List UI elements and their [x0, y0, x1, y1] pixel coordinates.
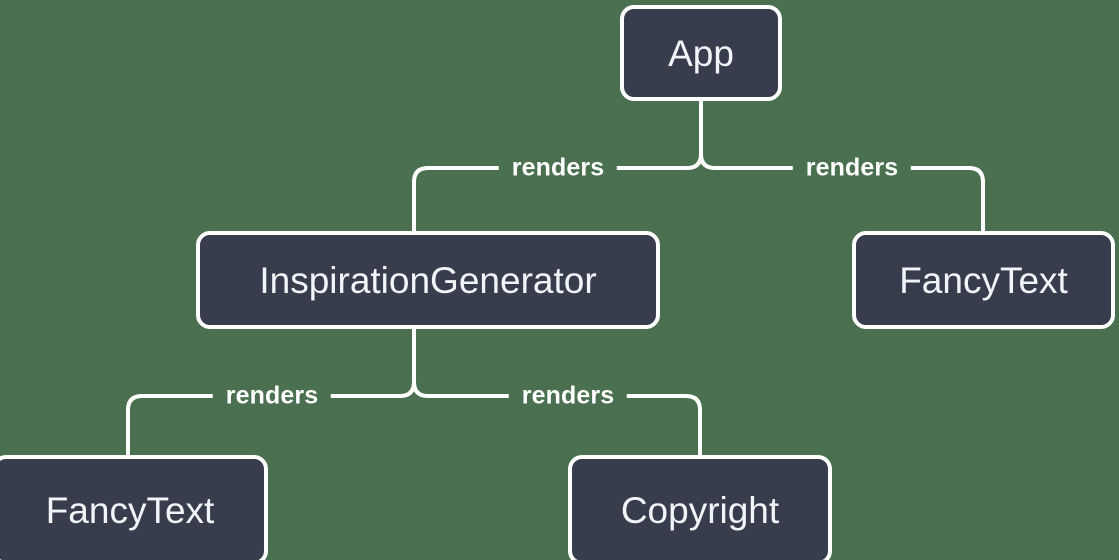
- edge-label-app-fancytext: renders: [792, 155, 912, 181]
- edge-inspiration-stem-right: [412, 327, 430, 398]
- edge-app-to-inspiration: [412, 166, 689, 233]
- edge-label-inspiration-copyright: renders: [508, 383, 628, 409]
- node-copyright[interactable]: Copyright: [568, 455, 832, 560]
- edge-label-inspiration-fancytext: renders: [212, 383, 332, 409]
- edge-inspiration-to-fancytext: [126, 394, 402, 457]
- node-fancytext-left-label: FancyText: [45, 489, 215, 531]
- node-app-label: App: [668, 32, 734, 74]
- node-app[interactable]: App: [620, 5, 782, 101]
- node-fancytext-left[interactable]: FancyText: [0, 455, 268, 560]
- node-fancytext-right-label: FancyText: [899, 259, 1068, 301]
- node-copyright-label: Copyright: [620, 489, 780, 531]
- node-inspiration-generator-label: InspirationGenerator: [259, 259, 597, 301]
- node-inspiration-generator[interactable]: InspirationGenerator: [196, 231, 660, 329]
- edge-app-stem-right: [699, 99, 717, 170]
- edge-app-stem: [685, 99, 703, 170]
- edge-label-app-inspiration: renders: [498, 155, 618, 181]
- node-fancytext-right[interactable]: FancyText: [852, 231, 1115, 329]
- edge-inspiration-to-copyright: [426, 394, 702, 457]
- edge-app-to-fancytext: [713, 166, 985, 233]
- edge-inspiration-stem-left: [398, 327, 416, 398]
